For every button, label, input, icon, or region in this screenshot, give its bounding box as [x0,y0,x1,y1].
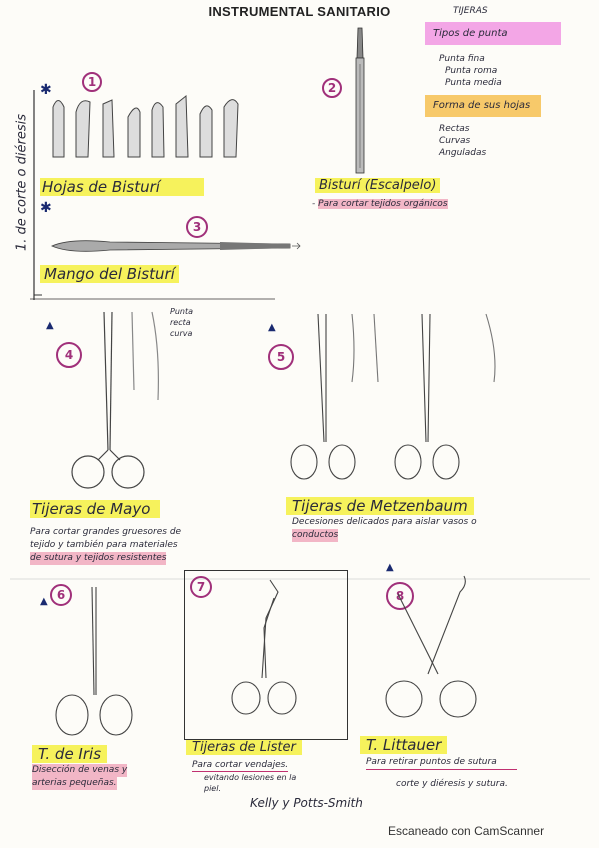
scalpel-blades-illustration [52,94,239,158]
row-divider [10,578,590,580]
metzenbaum-scissors-illustration [290,313,496,480]
section-number-4: 4 [56,342,82,368]
tijeras-legend: TIJERAS Tipos de punta Punta fina Punta … [425,6,585,159]
section-note-4: Para cortar grandes gruesores de tejido … [30,526,270,565]
section-label-2: Bisturí (Escalpelo) [315,178,441,193]
triangle-marker-icon: ▲ [386,562,394,573]
lister-box [184,570,348,740]
forma-item: Curvas [439,136,471,146]
signature: Kelly y Potts-Smith [250,796,363,810]
section-label-6: T. de Iris [32,745,108,763]
section-note-6: Disección de venas y arterias pequeñas. [32,764,172,790]
section-number-3: 3 [186,216,208,238]
scalpel-illustration [355,27,365,174]
section-label-1: Hojas de Bisturí [40,178,204,196]
note-line: de sutura y tejidos resistentes [30,552,167,565]
forma-hojas-label: Forma de sus hojas [425,95,541,117]
note-line: piel. [204,784,221,793]
punta-item: Punta media [445,78,502,88]
note-line: Para cortar vendajes. [192,760,289,772]
punta-item: Punta roma [445,66,498,76]
iris-scissors-illustration [55,586,133,736]
note-line: conductos [292,529,339,542]
note-line: Para retirar puntos de sutura [366,756,517,770]
star-icon: ✱ [40,82,52,98]
section-label-3: Mango del Bisturí [40,265,179,283]
tijeras-heading: TIJERAS [453,6,488,16]
forma-item: Rectas [439,124,470,134]
triangle-marker-icon: ▲ [40,596,48,607]
note-line: corte y diéresis y sutura. [396,779,508,789]
note-line: tejido y también para materiales [30,540,178,550]
scalpel-handle-illustration [51,240,301,252]
punta-item: Punta fina [439,54,485,64]
section-note-8: Para retirar puntos de sutura corte y di… [366,756,586,791]
tipos-punta-label: Tipos de punta [425,22,561,45]
star-icon: ✱ [40,200,52,216]
forma-list: Rectas Curvas Anguladas [439,123,585,159]
section-label-4: Tijeras de Mayo [30,500,161,518]
section-note-7: Para cortar vendajes. evitando lesiones … [192,760,362,794]
section-number-5: 5 [268,344,294,370]
section-label-5: Tijeras de Metzenbaum [286,497,474,515]
section-note-5: Decesiones delicados para aislar vasos o… [292,516,562,542]
note-line: Disección de venas y [32,764,128,777]
triangle-marker-icon: ▲ [46,320,54,331]
note-line: Decesiones delicados para aislar vasos o [292,517,477,527]
triangle-marker-icon: ▲ [268,322,276,333]
scanner-footer: Escaneado con CamScanner [388,824,545,838]
section-note-2: - Para cortar tejidos orgánicos [312,198,448,211]
section-side-note-4: Punta recta curva [170,307,194,338]
note-text: Para cortar tejidos orgánicos [318,199,448,209]
page-title: INSTRUMENTAL SANITARIO [208,4,391,19]
note-line: arterias pequeñas. [32,777,117,790]
section-divider [30,298,275,300]
note-line: Para cortar grandes gruesores de [30,527,182,537]
lister-scissors-illustration [231,579,297,715]
section-number-6: 6 [50,584,72,606]
forma-item: Anguladas [439,148,487,158]
section-label-8: T. Littauer [360,736,448,754]
section-number-8: 8 [386,582,414,610]
littauer-scissors-illustration [385,575,477,718]
mayo-scissors-illustration [71,311,159,489]
underline-bracket [33,240,42,296]
section-number-7: 7 [190,576,212,598]
punta-list: Punta fina Punta roma Punta media [439,53,585,89]
section-number-2: 2 [322,78,342,98]
section-number-1: 1 [82,72,102,92]
note-bullet: - [312,199,319,209]
note-line: evitando lesiones en la [204,773,297,782]
section-label-7: Tijeras de Lister [186,740,302,755]
